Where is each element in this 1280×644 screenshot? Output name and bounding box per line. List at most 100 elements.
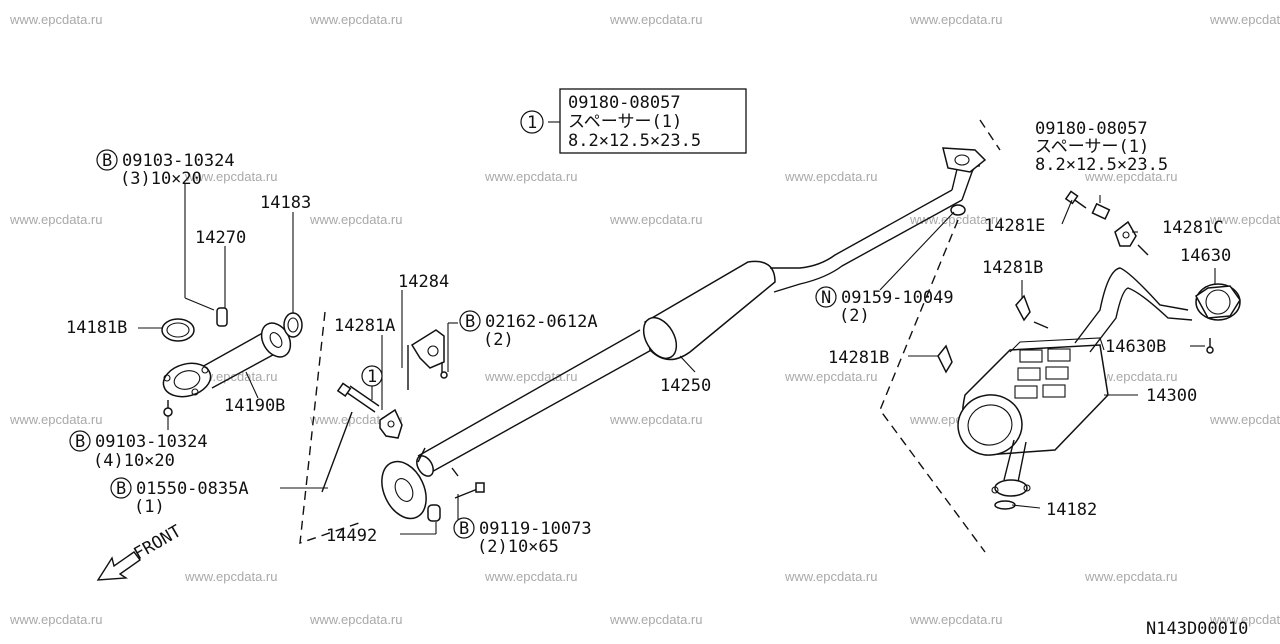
rear-boundary xyxy=(879,219,986,553)
watermark: www.epcdata.ru xyxy=(909,12,1003,27)
watermark: www.epcdata.ru xyxy=(484,569,578,584)
watermark: www.epcdata.ru xyxy=(1209,212,1280,227)
watermark: www.epcdata.ru xyxy=(609,612,703,627)
part-label-14250: 14250 xyxy=(660,376,711,396)
fastener-qty: (3)10×20 xyxy=(120,169,202,189)
muffler-inlet-flange xyxy=(994,479,1028,497)
fastener-qty: (1) xyxy=(134,497,165,517)
front-boundary xyxy=(299,311,363,545)
note-ref-number: 1 xyxy=(527,113,537,133)
part-label-14181b: 14181B xyxy=(66,318,127,338)
note-part-code: 09180-08057 xyxy=(568,93,681,113)
fastener-qty: (2) xyxy=(483,330,514,350)
watermark: www.epcdata.ru xyxy=(1209,12,1280,27)
part-label-14190b: 14190B xyxy=(224,396,285,416)
watermark: www.epcdata.ru xyxy=(184,169,278,184)
assembly-boundaries xyxy=(299,119,1001,553)
fastener-b5: B 09119-10073 (2)10×65 xyxy=(453,517,592,557)
main-muffler-14300 xyxy=(937,190,1241,510)
leader xyxy=(321,411,353,493)
callout-1: 1 xyxy=(361,365,383,387)
watermark: www.epcdata.ru xyxy=(609,12,703,27)
watermark: www.epcdata.ru xyxy=(309,212,403,227)
gasket-14183 xyxy=(283,312,303,338)
watermark: www.epcdata.ru xyxy=(784,569,878,584)
fastener-code: 09119-10073 xyxy=(479,519,592,539)
fastener-code: 01550-0835A xyxy=(136,479,249,499)
diagram-id: N143D00010 xyxy=(1146,619,1248,639)
watermark: www.epcdata.ru xyxy=(309,412,403,427)
mid-boundary-top xyxy=(979,119,1001,151)
center-pipe-14250 xyxy=(381,147,987,520)
front-pipe-14190b xyxy=(161,307,303,417)
watermark: www.epcdata.ru xyxy=(9,412,103,427)
bracket-14284 xyxy=(407,329,448,390)
front-direction-indicator: FRONT xyxy=(96,521,185,581)
part-labels: 14183 14270 14181B 14190B 14284 14281A 1… xyxy=(66,193,1231,546)
watermark: www.epcdata.ru xyxy=(9,612,103,627)
watermark: www.epcdata.ru xyxy=(9,12,103,27)
part-label-14284: 14284 xyxy=(398,272,449,292)
center-rear-flange xyxy=(942,147,987,173)
spacer-note-box: 1 09180-08057 スペーサー(1) 8.2×12.5×23.5 xyxy=(520,88,747,154)
callout-number: 1 xyxy=(367,367,377,387)
fastener-mark: B xyxy=(116,479,126,499)
fastener-code: 09159-10049 xyxy=(841,288,954,308)
note-part-name: スペーサー(1) xyxy=(568,112,682,132)
fastener-code: 02162-0612A xyxy=(485,312,598,332)
leader-lines xyxy=(138,121,1216,535)
watermark: www.epcdata.ru xyxy=(309,612,403,627)
fastener-mark: B xyxy=(465,312,475,332)
watermark: www.epcdata.ru xyxy=(484,169,578,184)
spacer-code: 09180-08057 xyxy=(1035,119,1148,139)
watermark: www.epcdata.ru xyxy=(784,169,878,184)
fastener-code: 09103-10324 xyxy=(95,432,208,452)
part-label-14270: 14270 xyxy=(195,228,246,248)
fastener-mark: B xyxy=(75,432,85,452)
clip-14270 xyxy=(216,307,228,327)
part-label-14182: 14182 xyxy=(1046,500,1097,520)
watermark: www.epcdata.ru xyxy=(9,212,103,227)
watermark: www.epcdata.ru xyxy=(609,212,703,227)
watermark: www.epcdata.ru xyxy=(1209,612,1280,627)
watermark: www.epcdata.ru xyxy=(909,612,1003,627)
spacer-dim: 8.2×12.5×23.5 xyxy=(1035,155,1168,175)
fastener-qty: (2) xyxy=(839,306,870,326)
part-label-14183: 14183 xyxy=(260,193,311,213)
watermark: www.epcdata.ru xyxy=(484,369,578,384)
fastener-b1: B 09103-10324 (3)10×20 xyxy=(96,149,235,189)
mount-14281a xyxy=(321,382,403,493)
fastener-b2: B 09103-10324 (4)10×20 xyxy=(69,430,208,471)
part-label-14300: 14300 xyxy=(1146,386,1197,406)
fastener-mark: B xyxy=(102,151,112,171)
front-label: FRONT xyxy=(131,521,185,564)
spacer-name: スペーサー(1) xyxy=(1035,137,1149,157)
part-label-14281e: 14281E xyxy=(984,216,1045,236)
fastener-b3: B 01550-0835A (1) xyxy=(110,477,249,517)
part-label-14281c: 14281C xyxy=(1162,218,1223,238)
spring-14492 xyxy=(427,482,485,522)
gasket-14181b xyxy=(161,318,195,342)
fastener-n1: N 09159-10049 (2) xyxy=(815,286,954,326)
fastener-mark: B xyxy=(459,519,469,539)
watermark: www.epcdata.ru xyxy=(184,569,278,584)
part-label-14630: 14630 xyxy=(1180,246,1231,266)
front-arrow-icon xyxy=(96,551,141,581)
note-part-dim: 8.2×12.5×23.5 xyxy=(568,131,701,151)
watermark: www.epcdata.ru xyxy=(1084,369,1178,384)
spacer-note-right: 09180-08057 スペーサー(1) 8.2×12.5×23.5 xyxy=(1035,119,1168,175)
watermark: www.epcdata.ru xyxy=(309,12,403,27)
watermark: www.epcdata.ru xyxy=(784,369,878,384)
fastener-qty: (4)10×20 xyxy=(93,451,175,471)
part-label-14281b-upper: 14281B xyxy=(982,258,1043,278)
part-label-14630b: 14630B xyxy=(1105,337,1166,357)
watermark: www.epcdata.ru xyxy=(1209,412,1280,427)
fastener-qty: (2)10×65 xyxy=(477,537,559,557)
watermark: www.epcdata.ru xyxy=(609,412,703,427)
watermark: www.epcdata.ru xyxy=(1084,569,1178,584)
fastener-code: 09103-10324 xyxy=(122,151,235,171)
front-flange xyxy=(162,362,212,398)
fastener-b4: B 02162-0612A (2) xyxy=(459,310,598,350)
